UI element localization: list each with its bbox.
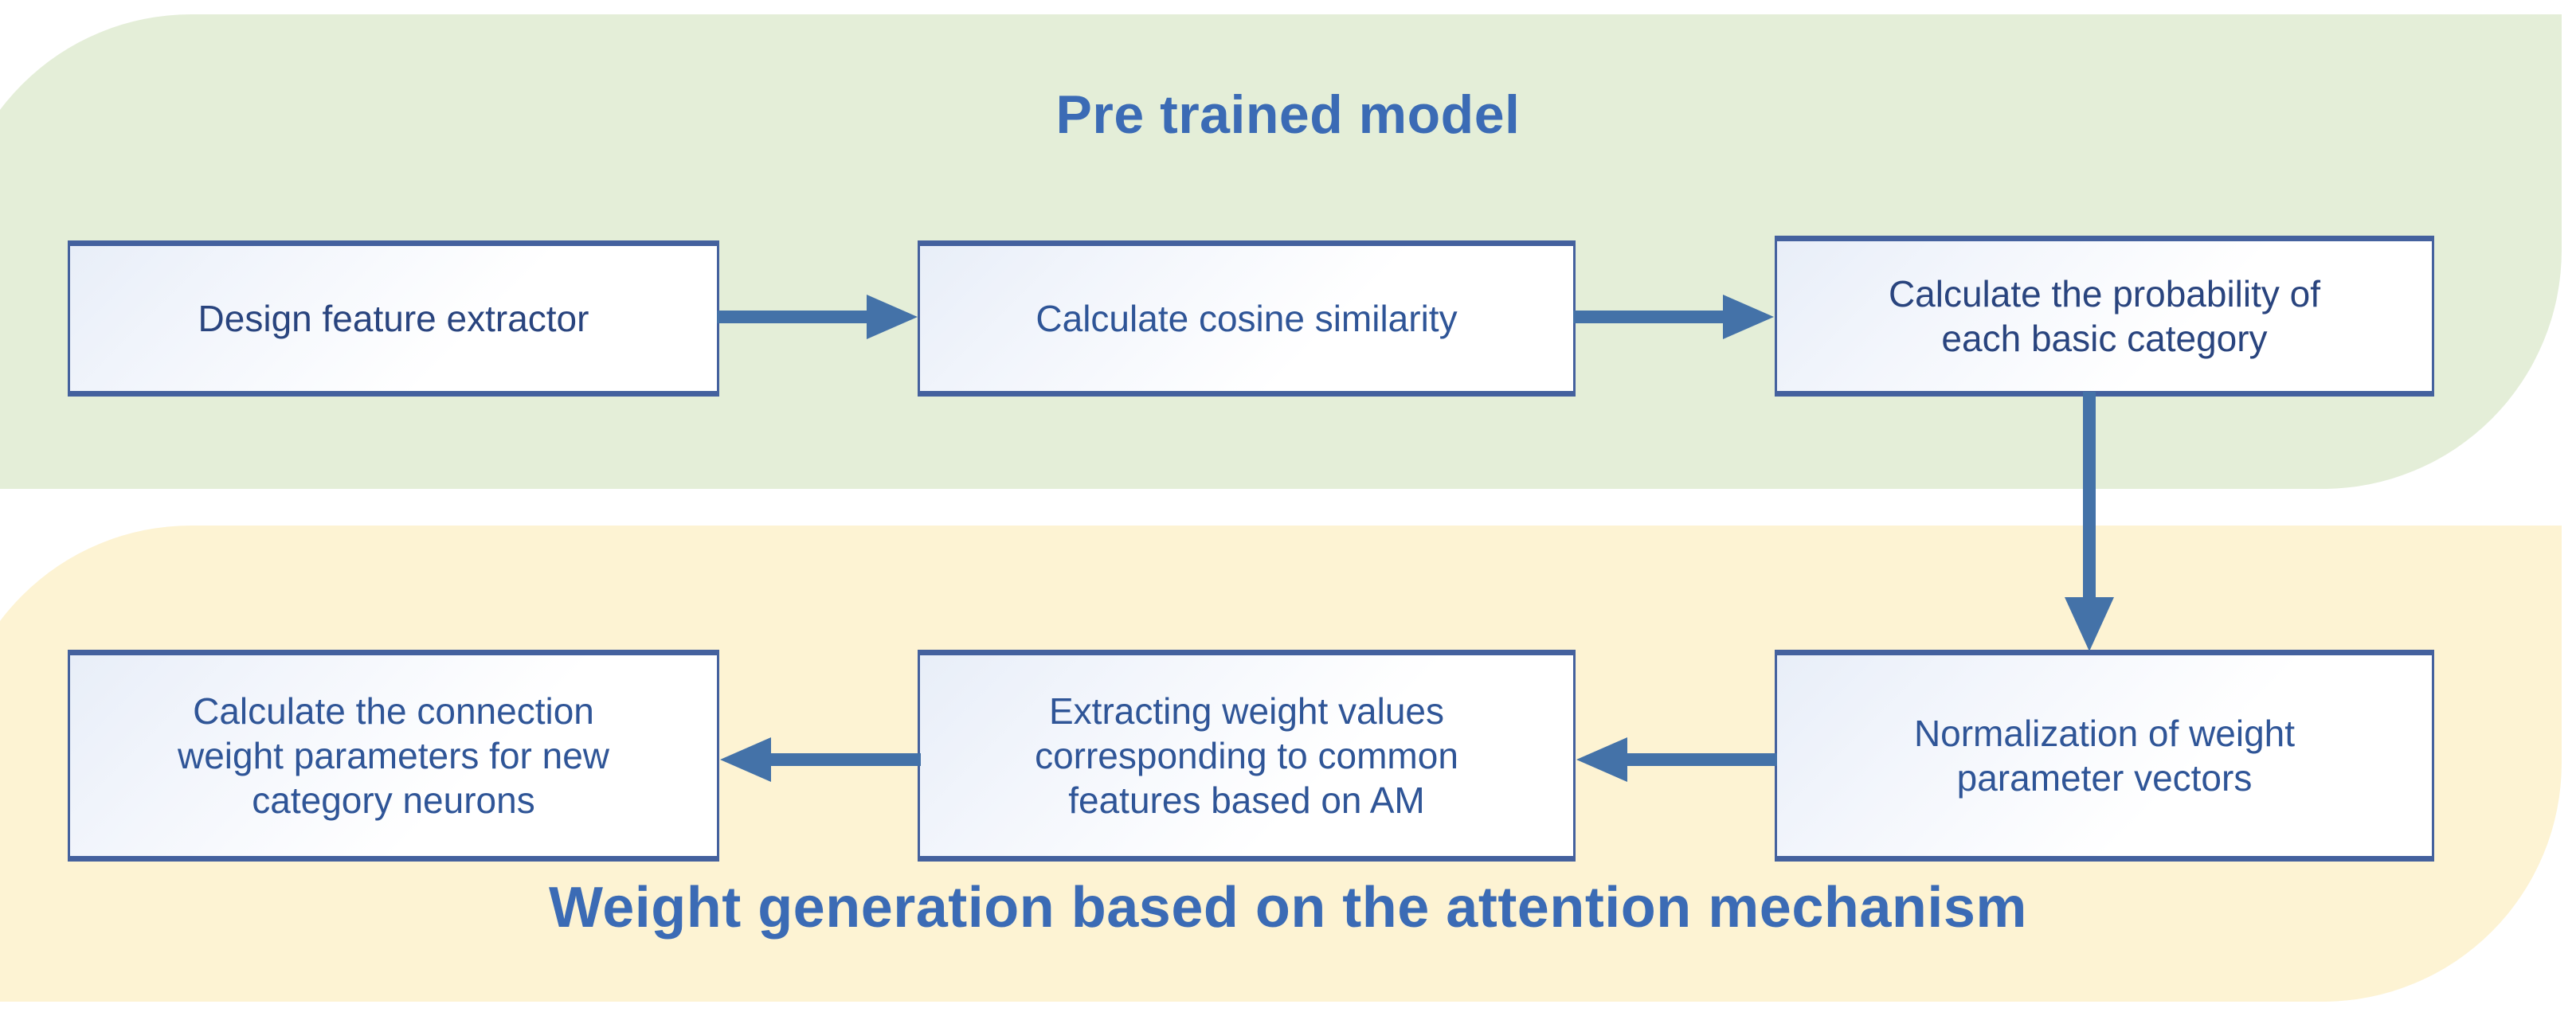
process-box-label-line-2: corresponding to common [1035,734,1458,776]
arrow-right-design-to-cosine [717,287,921,347]
process-box-label: Design feature extractor [198,297,589,339]
process-box-label: Normalization of weight parameter vector… [1914,711,2295,800]
arrow-down-probability-to-normalization [2055,392,2124,655]
arrow-right-cosine-to-probability [1573,287,1777,347]
section-title-weight-generation: Weight generation based on the attention… [549,876,2027,940]
process-box-normalization-of-weights[interactable]: Normalization of weight parameter vector… [1775,650,2434,862]
arrow-left-extracting-to-connection-weights [717,729,921,790]
process-box-label-line-2: each basic category [1941,318,2268,359]
process-box-calculate-cosine-similarity[interactable]: Calculate cosine similarity [918,240,1576,397]
process-box-calculate-probability[interactable]: Calculate the probability of each basic … [1775,236,2434,397]
process-box-label-line-2: weight parameters for new [177,734,610,776]
process-box-calculate-connection-weights[interactable]: Calculate the connection weight paramete… [68,650,719,862]
process-box-label: Calculate the probability of each basic … [1889,272,2320,361]
process-box-label-line-1: Calculate the probability of [1888,272,2321,315]
process-box-extracting-weight-values[interactable]: Extracting weight values corresponding t… [918,650,1576,862]
section-title-pre-trained-model: Pre trained model [1055,84,1521,145]
process-box-design-feature-extractor[interactable]: Design feature extractor [68,240,719,397]
process-box-label-line-1: Extracting weight values [1048,690,1445,732]
process-box-label-line-1: Normalization of weight [1913,712,2296,754]
arrow-left-normalization-to-extracting [1573,729,1777,790]
process-box-label-line-3: category neurons [252,780,535,822]
process-box-label-line-1: Calculate the connection [193,690,594,732]
process-box-label: Extracting weight values corresponding t… [1035,689,1458,823]
process-box-label-line-3: features based on AM [1068,780,1425,822]
process-box-label: Calculate cosine similarity [1035,297,1458,339]
process-box-label: Calculate the connection weight paramete… [178,689,609,823]
process-box-label-line-2: parameter vectors [1956,757,2253,799]
